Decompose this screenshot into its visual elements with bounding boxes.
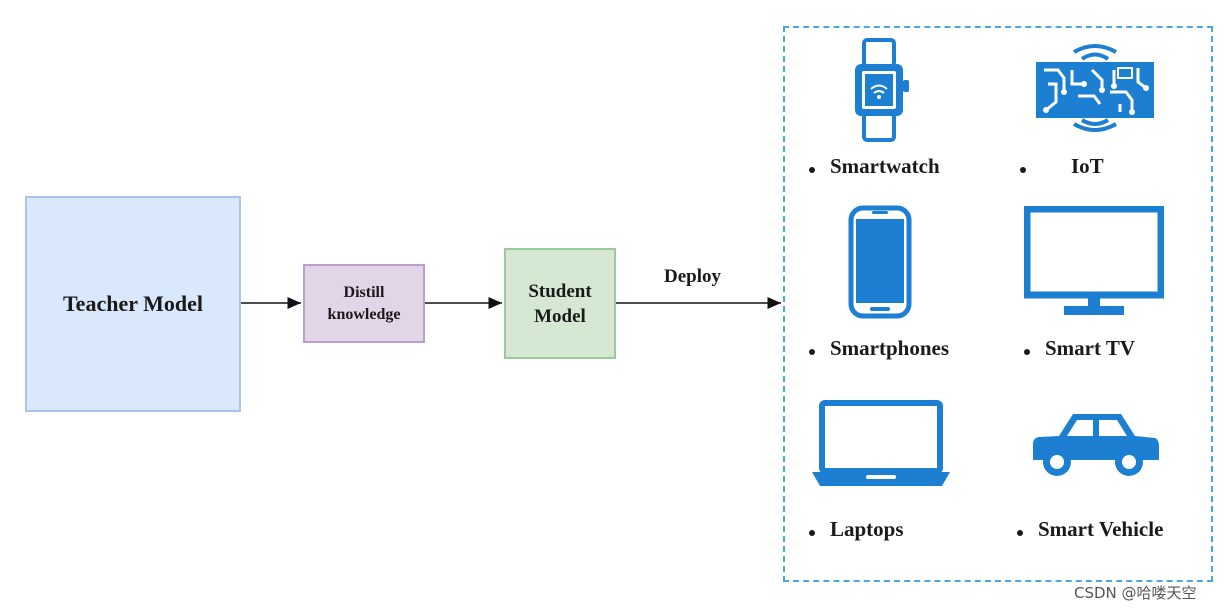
device-label-smart-vehicle: Smart Vehicle bbox=[1038, 517, 1164, 541]
bullet bbox=[1017, 530, 1023, 536]
distill-label-line2: knowledge bbox=[327, 305, 401, 323]
teacher-model-box: Teacher Model bbox=[25, 196, 241, 412]
device-label-smartphones: Smartphones bbox=[830, 336, 950, 360]
device-label-smart-tv: Smart TV bbox=[1045, 336, 1136, 360]
distill-knowledge-box: Distill knowledge bbox=[303, 264, 425, 343]
bullet bbox=[809, 349, 815, 355]
student-label-line2: Model bbox=[534, 305, 586, 327]
tv-icon bbox=[1024, 206, 1164, 315]
student-model-box: Student Model bbox=[504, 248, 616, 359]
bullet bbox=[1020, 167, 1026, 173]
car-icon bbox=[1033, 414, 1159, 476]
device-label-smartwatch: Smartwatch bbox=[830, 154, 940, 178]
student-label-line1: Student bbox=[528, 280, 592, 302]
device-label-iot: IoT bbox=[1071, 154, 1104, 178]
devices-panel bbox=[783, 26, 1213, 582]
smartphone-icon bbox=[848, 205, 912, 319]
bullet bbox=[1024, 349, 1030, 355]
source-credit: CSDN @哈喽天空 bbox=[1074, 584, 1197, 602]
device-label-laptops: Laptops bbox=[830, 517, 904, 541]
bullet bbox=[809, 530, 815, 536]
distill-label-line1: Distill bbox=[343, 283, 385, 301]
deploy-label: Deploy bbox=[664, 266, 721, 287]
smartwatch-icon bbox=[855, 38, 909, 142]
teacher-model-label: Teacher Model bbox=[63, 291, 203, 316]
laptop-icon bbox=[812, 400, 950, 486]
bullet bbox=[809, 167, 815, 173]
iot-circuit-icon bbox=[1036, 44, 1154, 132]
